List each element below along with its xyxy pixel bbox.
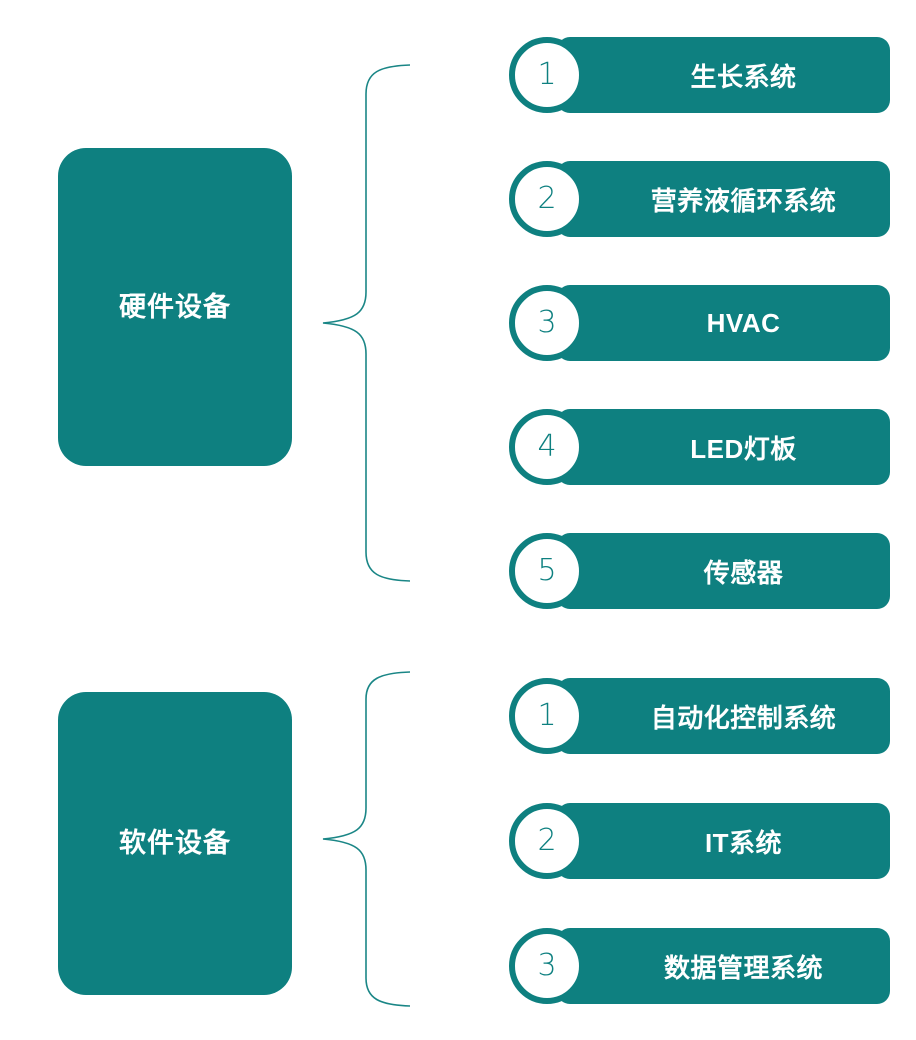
item-number: 1 bbox=[537, 698, 557, 733]
category-box-hardware[interactable]: 硬件设备 bbox=[58, 148, 292, 466]
category-label-software: 软件设备 bbox=[119, 828, 231, 859]
item-number: 3 bbox=[537, 948, 557, 983]
brace-connector-hardware bbox=[322, 64, 411, 582]
item-label: 数据管理系统 bbox=[663, 952, 823, 983]
item-number: 2 bbox=[537, 823, 557, 858]
item-label: HVAC bbox=[706, 307, 781, 338]
item-label: 传感器 bbox=[703, 557, 784, 588]
item-number-badge: 3 bbox=[509, 928, 585, 1004]
item-label: LED灯板 bbox=[690, 433, 797, 464]
item-bar[interactable]: IT系统 bbox=[557, 803, 890, 879]
item-label: IT系统 bbox=[704, 827, 783, 858]
item-bar[interactable]: 营养液循环系统 bbox=[557, 161, 890, 237]
item-number-badge: 1 bbox=[509, 37, 585, 113]
item-number: 5 bbox=[537, 553, 557, 588]
item-number-badge: 2 bbox=[509, 803, 585, 879]
item-number: 4 bbox=[537, 429, 557, 464]
category-label-hardware: 硬件设备 bbox=[119, 291, 231, 322]
item-label: 自动化控制系统 bbox=[650, 702, 837, 733]
item-number: 2 bbox=[537, 181, 557, 216]
item-label: 生长系统 bbox=[690, 61, 797, 92]
item-bar[interactable]: 传感器 bbox=[557, 533, 890, 609]
item-bar[interactable]: 自动化控制系统 bbox=[557, 678, 890, 754]
item-number-badge: 1 bbox=[509, 678, 585, 754]
item-number-badge: 2 bbox=[509, 161, 585, 237]
item-bar[interactable]: 数据管理系统 bbox=[557, 928, 890, 1004]
category-box-software[interactable]: 软件设备 bbox=[58, 692, 292, 995]
item-number: 1 bbox=[537, 57, 557, 92]
item-bar[interactable]: HVAC bbox=[557, 285, 890, 361]
item-number-badge: 4 bbox=[509, 409, 585, 485]
item-label: 营养液循环系统 bbox=[650, 185, 837, 216]
item-number: 3 bbox=[537, 305, 557, 340]
item-number-badge: 5 bbox=[509, 533, 585, 609]
item-number-badge: 3 bbox=[509, 285, 585, 361]
brace-connector-software bbox=[322, 671, 411, 1007]
item-bar[interactable]: 生长系统 bbox=[557, 37, 890, 113]
item-bar[interactable]: LED灯板 bbox=[557, 409, 890, 485]
